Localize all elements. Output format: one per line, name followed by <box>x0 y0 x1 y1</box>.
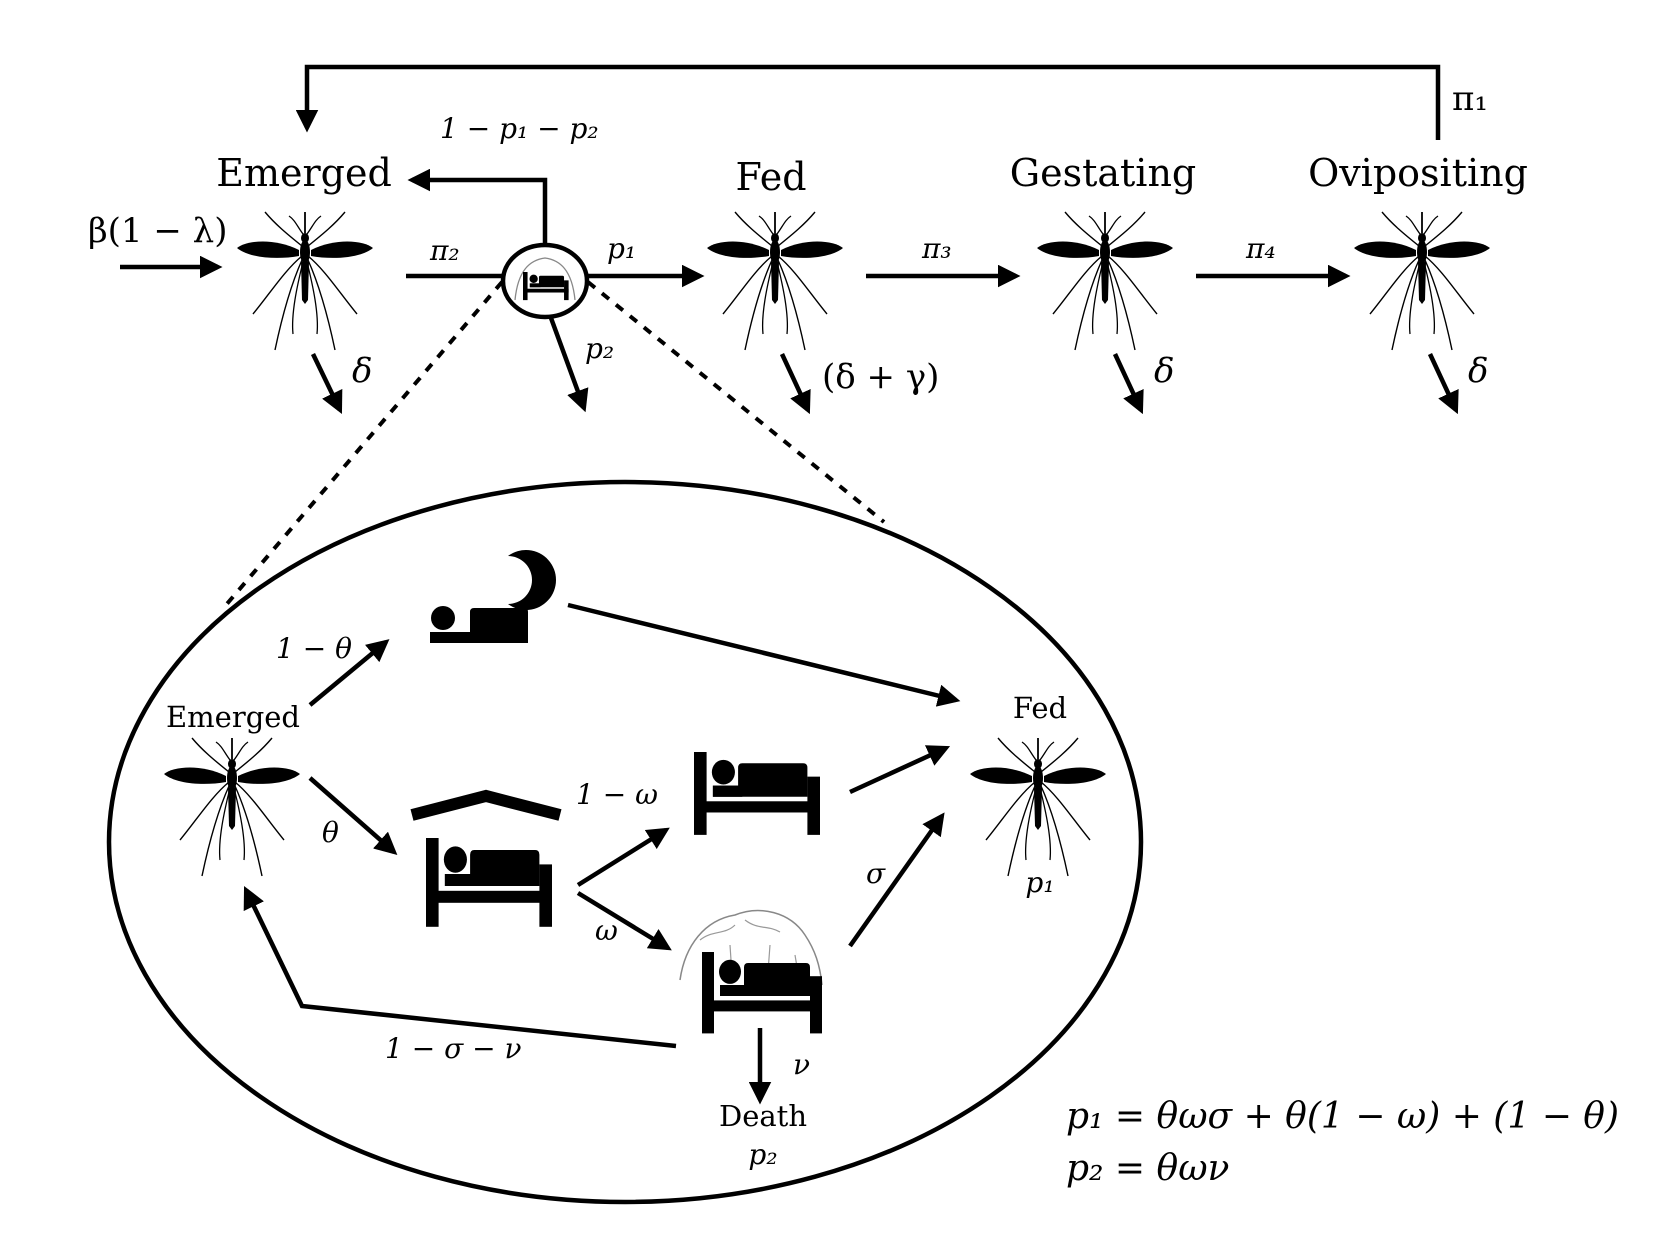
bed-net-icon <box>679 909 823 1034</box>
sleeping-outside-icon <box>430 606 528 643</box>
rate-label-death-gestating: δ <box>1154 351 1174 391</box>
zoom-line-left <box>224 280 504 607</box>
death-arrow-emerged <box>310 353 343 415</box>
death-arrow-fed <box>779 353 811 415</box>
stage-label-ovipositing: Ovipositing <box>1308 151 1528 195</box>
mosquito-icon <box>969 737 1107 877</box>
formula-p1: p₁ = θωσ + θ(1 − ω) + (1 − θ) <box>1066 1096 1619 1137</box>
inset-label-death-prob: p₂ <box>748 1138 777 1171</box>
arrow-theta <box>308 776 398 855</box>
arrow-1-minus-sigma-nu <box>243 885 677 1049</box>
rate-label-return: 1 − p₁ − p₂ <box>440 112 599 145</box>
stage-label-gestating: Gestating <box>1010 151 1197 195</box>
arrow-1-minus-theta <box>308 639 390 707</box>
bed-net-node <box>500 242 590 320</box>
death-arrow-gestating <box>1112 353 1144 415</box>
inset-label-fed-prob: p₁ <box>1025 866 1054 899</box>
bed-icon <box>426 838 552 927</box>
rate-label-1-minus-theta: 1 − θ <box>276 632 352 665</box>
mosquito-icon <box>236 211 374 351</box>
rate-label-birth: β(1 − λ) <box>88 211 227 251</box>
mosquito-icon <box>1036 211 1174 351</box>
arrow-bed-to-fed <box>849 745 951 795</box>
arrow-1-minus-omega <box>576 827 670 887</box>
arrow-outside-to-fed <box>567 602 961 707</box>
formula-p2: p₂ = θων <box>1066 1148 1229 1189</box>
arrow-sigma <box>848 812 945 948</box>
arrow-omega <box>576 891 672 951</box>
rate-label-p1: p₁ <box>607 232 636 265</box>
p2-death-arrow <box>548 317 589 413</box>
mosquito-icon <box>706 211 844 351</box>
stage-label-emerged: Emerged <box>216 151 392 195</box>
return-arrow <box>407 168 548 245</box>
moon-icon <box>508 550 557 611</box>
inset-label-fed: Fed <box>1013 691 1067 725</box>
inset-label-emerged: Emerged <box>166 700 300 734</box>
death-arrow-ovipositing <box>1427 353 1459 415</box>
rate-label-sigma: σ <box>866 857 886 890</box>
inset-ellipse <box>106 479 1144 1205</box>
rate-label-death-ovipositing: δ <box>1468 351 1488 391</box>
rate-label-1-minus-omega: 1 − ω <box>576 778 658 811</box>
mosquito-icon <box>163 737 301 877</box>
rate-label-theta: θ <box>322 816 339 849</box>
rate-label-nu: ν <box>793 1048 810 1081</box>
rate-label-omega: ω <box>595 914 618 947</box>
rate-label-p2: p₂ <box>585 332 614 365</box>
rate-label-pi2: π₂ <box>429 234 460 267</box>
zoom-line-right <box>586 280 886 524</box>
rate-label-pi4: π₄ <box>1245 232 1276 265</box>
mosquito-icon <box>1353 211 1491 351</box>
rate-label-death-emerged: δ <box>352 351 372 391</box>
stage-label-fed: Fed <box>735 155 806 199</box>
rate-label-death-fed: (δ + γ) <box>822 357 939 397</box>
feedback-arrow-pi1 <box>295 64 1441 140</box>
inset-label-death: Death <box>719 1099 807 1133</box>
rate-label-1-minus-sigma-nu: 1 − σ − ν <box>385 1032 521 1065</box>
rate-label-pi3: π₃ <box>921 232 952 265</box>
bed-icon <box>694 752 820 835</box>
rate-label-pi1: π₁ <box>1452 79 1488 119</box>
roof-icon <box>410 789 562 821</box>
